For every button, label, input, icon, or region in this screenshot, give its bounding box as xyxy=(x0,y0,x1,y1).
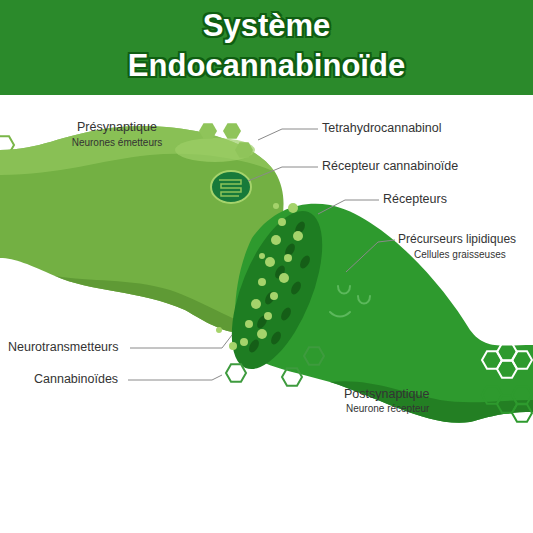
part-label: Neurotransmetteurs xyxy=(8,340,118,354)
part-label: Présynaptique xyxy=(50,120,184,134)
receptor-face xyxy=(213,199,341,381)
neuron-shadow xyxy=(55,276,255,333)
part-label: Récepteurs xyxy=(383,192,447,206)
part-label: Cellules graisseuses xyxy=(414,249,506,260)
part-label: Précurseurs lipidiques xyxy=(398,232,516,246)
part-label: Récepteur cannabinoïde xyxy=(322,159,458,173)
neuron-highlight xyxy=(175,138,255,162)
lipid-precursor xyxy=(330,286,370,317)
title-wrap: Système Endocannabinoïde xyxy=(0,6,533,86)
cannabinoid-molecule xyxy=(226,347,324,385)
molecule-chain xyxy=(482,343,532,377)
cannabinoid-receptor xyxy=(211,171,251,203)
part-label: Neurone récepteur xyxy=(346,403,429,414)
part-label: Cannabinoïdes xyxy=(34,372,118,386)
receptor xyxy=(247,220,312,354)
molecule-chain xyxy=(482,386,532,421)
part-label: Tetrahydrocannabinol xyxy=(322,121,442,135)
neurotransmitter-dot xyxy=(216,203,303,350)
part-label: Neurones émetteurs xyxy=(50,137,184,148)
title: Système Endocannabinoïde xyxy=(117,6,417,86)
title-band xyxy=(0,0,533,95)
thc-molecule xyxy=(199,123,253,158)
neuron-shadow xyxy=(330,381,533,422)
part-label: Postsynaptique xyxy=(344,387,429,401)
